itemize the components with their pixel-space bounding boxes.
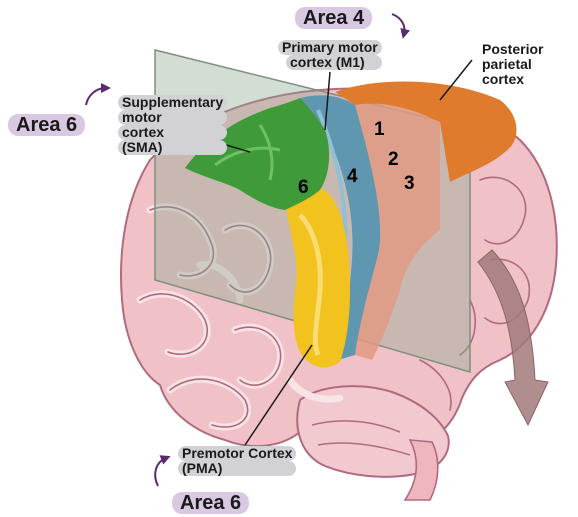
pma-label-line2: (PMA) xyxy=(178,461,296,476)
pma-label-line1: Premotor Cortex xyxy=(178,446,296,461)
brodmann-1: 1 xyxy=(374,120,385,140)
ppc-label-line3: cortex xyxy=(482,72,543,87)
sma-label-line4: (SMA) xyxy=(118,140,227,155)
m1-label: Primary motor cortex (M1) xyxy=(278,40,382,70)
brodmann-3: 3 xyxy=(404,174,415,194)
sma-label: Supplementary motor cortex (SMA) xyxy=(118,95,227,155)
curl-arrow-area4-icon xyxy=(392,14,405,34)
curl-arrow-area6-left-icon xyxy=(86,88,106,105)
ppc-label-line1: Posterior xyxy=(482,42,543,57)
area6-bottom-label: Area 6 xyxy=(172,492,249,514)
curl-arrow-area6-bottom-icon xyxy=(155,458,166,486)
sma-label-line1: Supplementary xyxy=(118,95,227,110)
pma-label: Premotor Cortex (PMA) xyxy=(178,446,296,476)
brodmann-4: 4 xyxy=(347,167,358,187)
ppc-label: Posterior parietal cortex xyxy=(482,42,543,87)
m1-label-line2: cortex (M1) xyxy=(286,55,382,70)
area4-top-label: Area 4 xyxy=(295,7,372,29)
ppc-label-line2: parietal xyxy=(482,57,543,72)
brodmann-6: 6 xyxy=(298,178,309,198)
sma-label-line2: motor xyxy=(118,110,227,125)
m1-label-line1: Primary motor xyxy=(278,40,382,55)
sma-label-line3: cortex xyxy=(118,125,227,140)
area6-left-label: Area 6 xyxy=(8,114,85,136)
brodmann-2: 2 xyxy=(388,150,399,170)
